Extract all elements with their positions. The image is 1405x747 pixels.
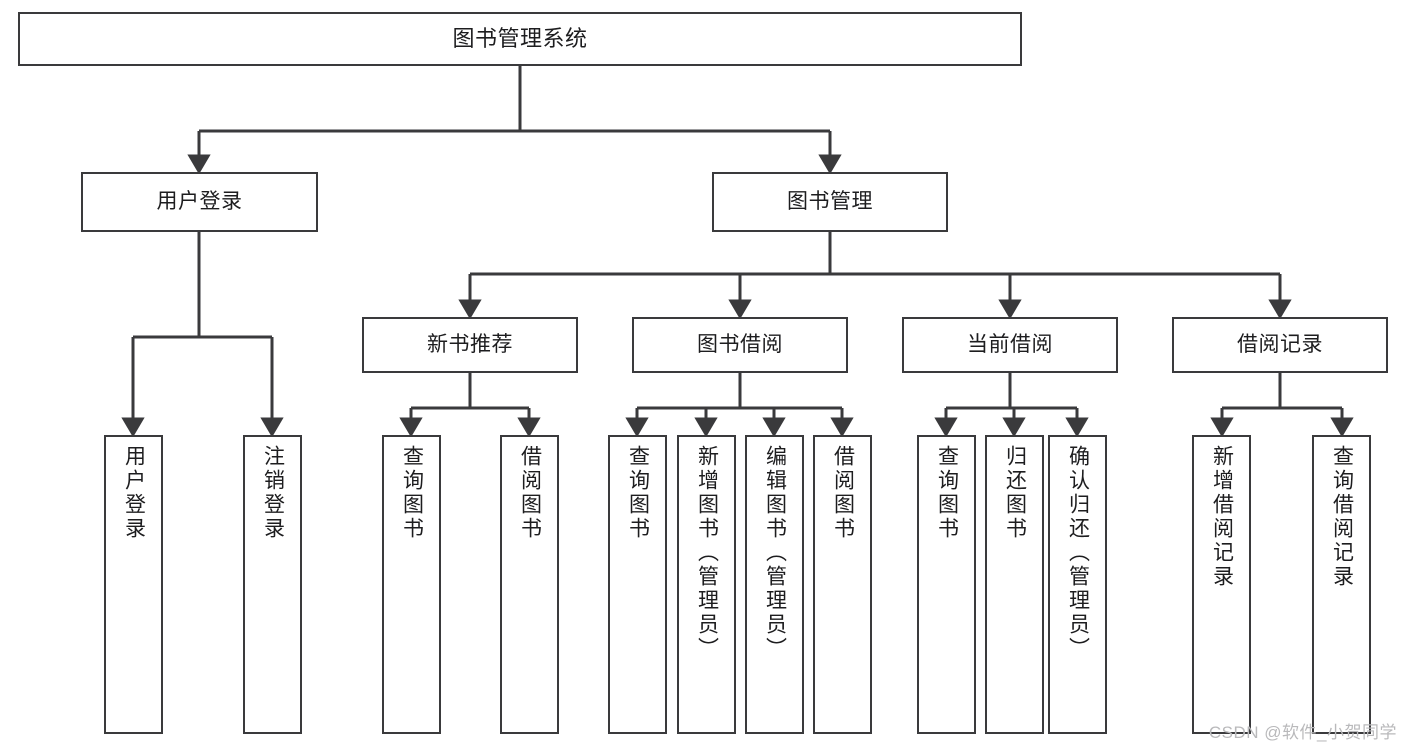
leaf-book-borrow-borrow[interactable]: 借阅图书 [813, 435, 872, 734]
node-label: 用户登录 [156, 189, 243, 213]
node-label: 借阅图书 [831, 445, 855, 541]
node-label: 查询图书 [626, 445, 650, 541]
node-label: 新增借阅记录 [1210, 445, 1234, 589]
leaf-user-login-signin[interactable]: 用户登录 [104, 435, 163, 734]
leaf-current-borrow-query[interactable]: 查询图书 [917, 435, 976, 734]
node-label: 查询图书 [935, 445, 959, 541]
leaf-user-login-signout[interactable]: 注销登录 [243, 435, 302, 734]
node-label: 查询借阅记录 [1330, 445, 1354, 589]
leaf-borrow-record-query[interactable]: 查询借阅记录 [1312, 435, 1371, 734]
node-label: 编辑图书（管理员） [763, 445, 787, 661]
node-root-system[interactable]: 图书管理系统 [18, 12, 1022, 66]
node-label: 当前借阅 [967, 332, 1053, 356]
node-label: 新书推荐 [427, 332, 513, 356]
node-book-borrow[interactable]: 图书借阅 [632, 317, 848, 373]
node-label: 借阅记录 [1237, 332, 1323, 356]
node-borrow-record[interactable]: 借阅记录 [1172, 317, 1388, 373]
node-label: 图书借阅 [697, 332, 783, 356]
node-label: 确认归还（管理员） [1066, 445, 1090, 661]
node-label: 注销登录 [261, 445, 285, 541]
node-book-management[interactable]: 图书管理 [712, 172, 948, 232]
node-label: 借阅图书 [518, 445, 542, 541]
node-label: 图书管理 [787, 189, 873, 213]
leaf-current-borrow-confirm[interactable]: 确认归还（管理员） [1048, 435, 1107, 734]
leaf-book-borrow-query[interactable]: 查询图书 [608, 435, 667, 734]
watermark: CSDN @软件_小贺同学 [1208, 723, 1397, 742]
leaf-book-borrow-edit[interactable]: 编辑图书（管理员） [745, 435, 804, 734]
node-current-borrow[interactable]: 当前借阅 [902, 317, 1118, 373]
node-label: 归还图书 [1003, 445, 1027, 541]
leaf-current-borrow-return[interactable]: 归还图书 [985, 435, 1044, 734]
node-new-book-recommend[interactable]: 新书推荐 [362, 317, 578, 373]
leaf-new-book-borrow[interactable]: 借阅图书 [500, 435, 559, 734]
node-label: 新增图书（管理员） [695, 445, 719, 661]
node-label: 图书管理系统 [452, 26, 588, 52]
node-user-login[interactable]: 用户登录 [81, 172, 318, 232]
node-label: 查询图书 [400, 445, 424, 541]
node-label: 用户登录 [122, 445, 146, 541]
leaf-borrow-record-add[interactable]: 新增借阅记录 [1192, 435, 1251, 734]
leaf-new-book-query[interactable]: 查询图书 [382, 435, 441, 734]
leaf-book-borrow-add[interactable]: 新增图书（管理员） [677, 435, 736, 734]
